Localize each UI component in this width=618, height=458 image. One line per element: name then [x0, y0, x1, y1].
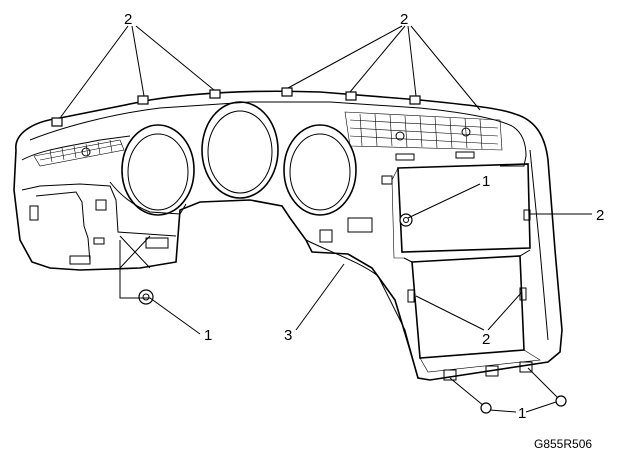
gauge-cluster — [121, 101, 357, 216]
callout-3-lower-mid: 3 — [284, 327, 292, 344]
callout-2-top-left: 2 — [124, 11, 132, 28]
callout-2-right-side: 2 — [596, 207, 604, 224]
dashboard-body — [13, 90, 563, 381]
callout-1-bottom: 1 — [518, 405, 526, 422]
defroster-grille-left — [33, 139, 125, 167]
callout-1-lower-left: 1 — [204, 327, 212, 344]
center-lower-details — [305, 151, 475, 379]
center-stack-openings — [381, 163, 541, 373]
leader-lines — [59, 25, 592, 413]
figure-id: G855R506 — [534, 437, 592, 451]
clip-marks-top — [51, 87, 421, 127]
callout-1-mid-right: 1 — [482, 173, 490, 190]
bottom-brackets — [443, 361, 533, 381]
fastener-parts — [138, 213, 567, 414]
callout-2-lower-right: 2 — [482, 331, 490, 348]
defroster-grille-right — [344, 111, 503, 151]
callout-2-top-right: 2 — [400, 11, 408, 28]
lower-left-details — [29, 199, 169, 269]
